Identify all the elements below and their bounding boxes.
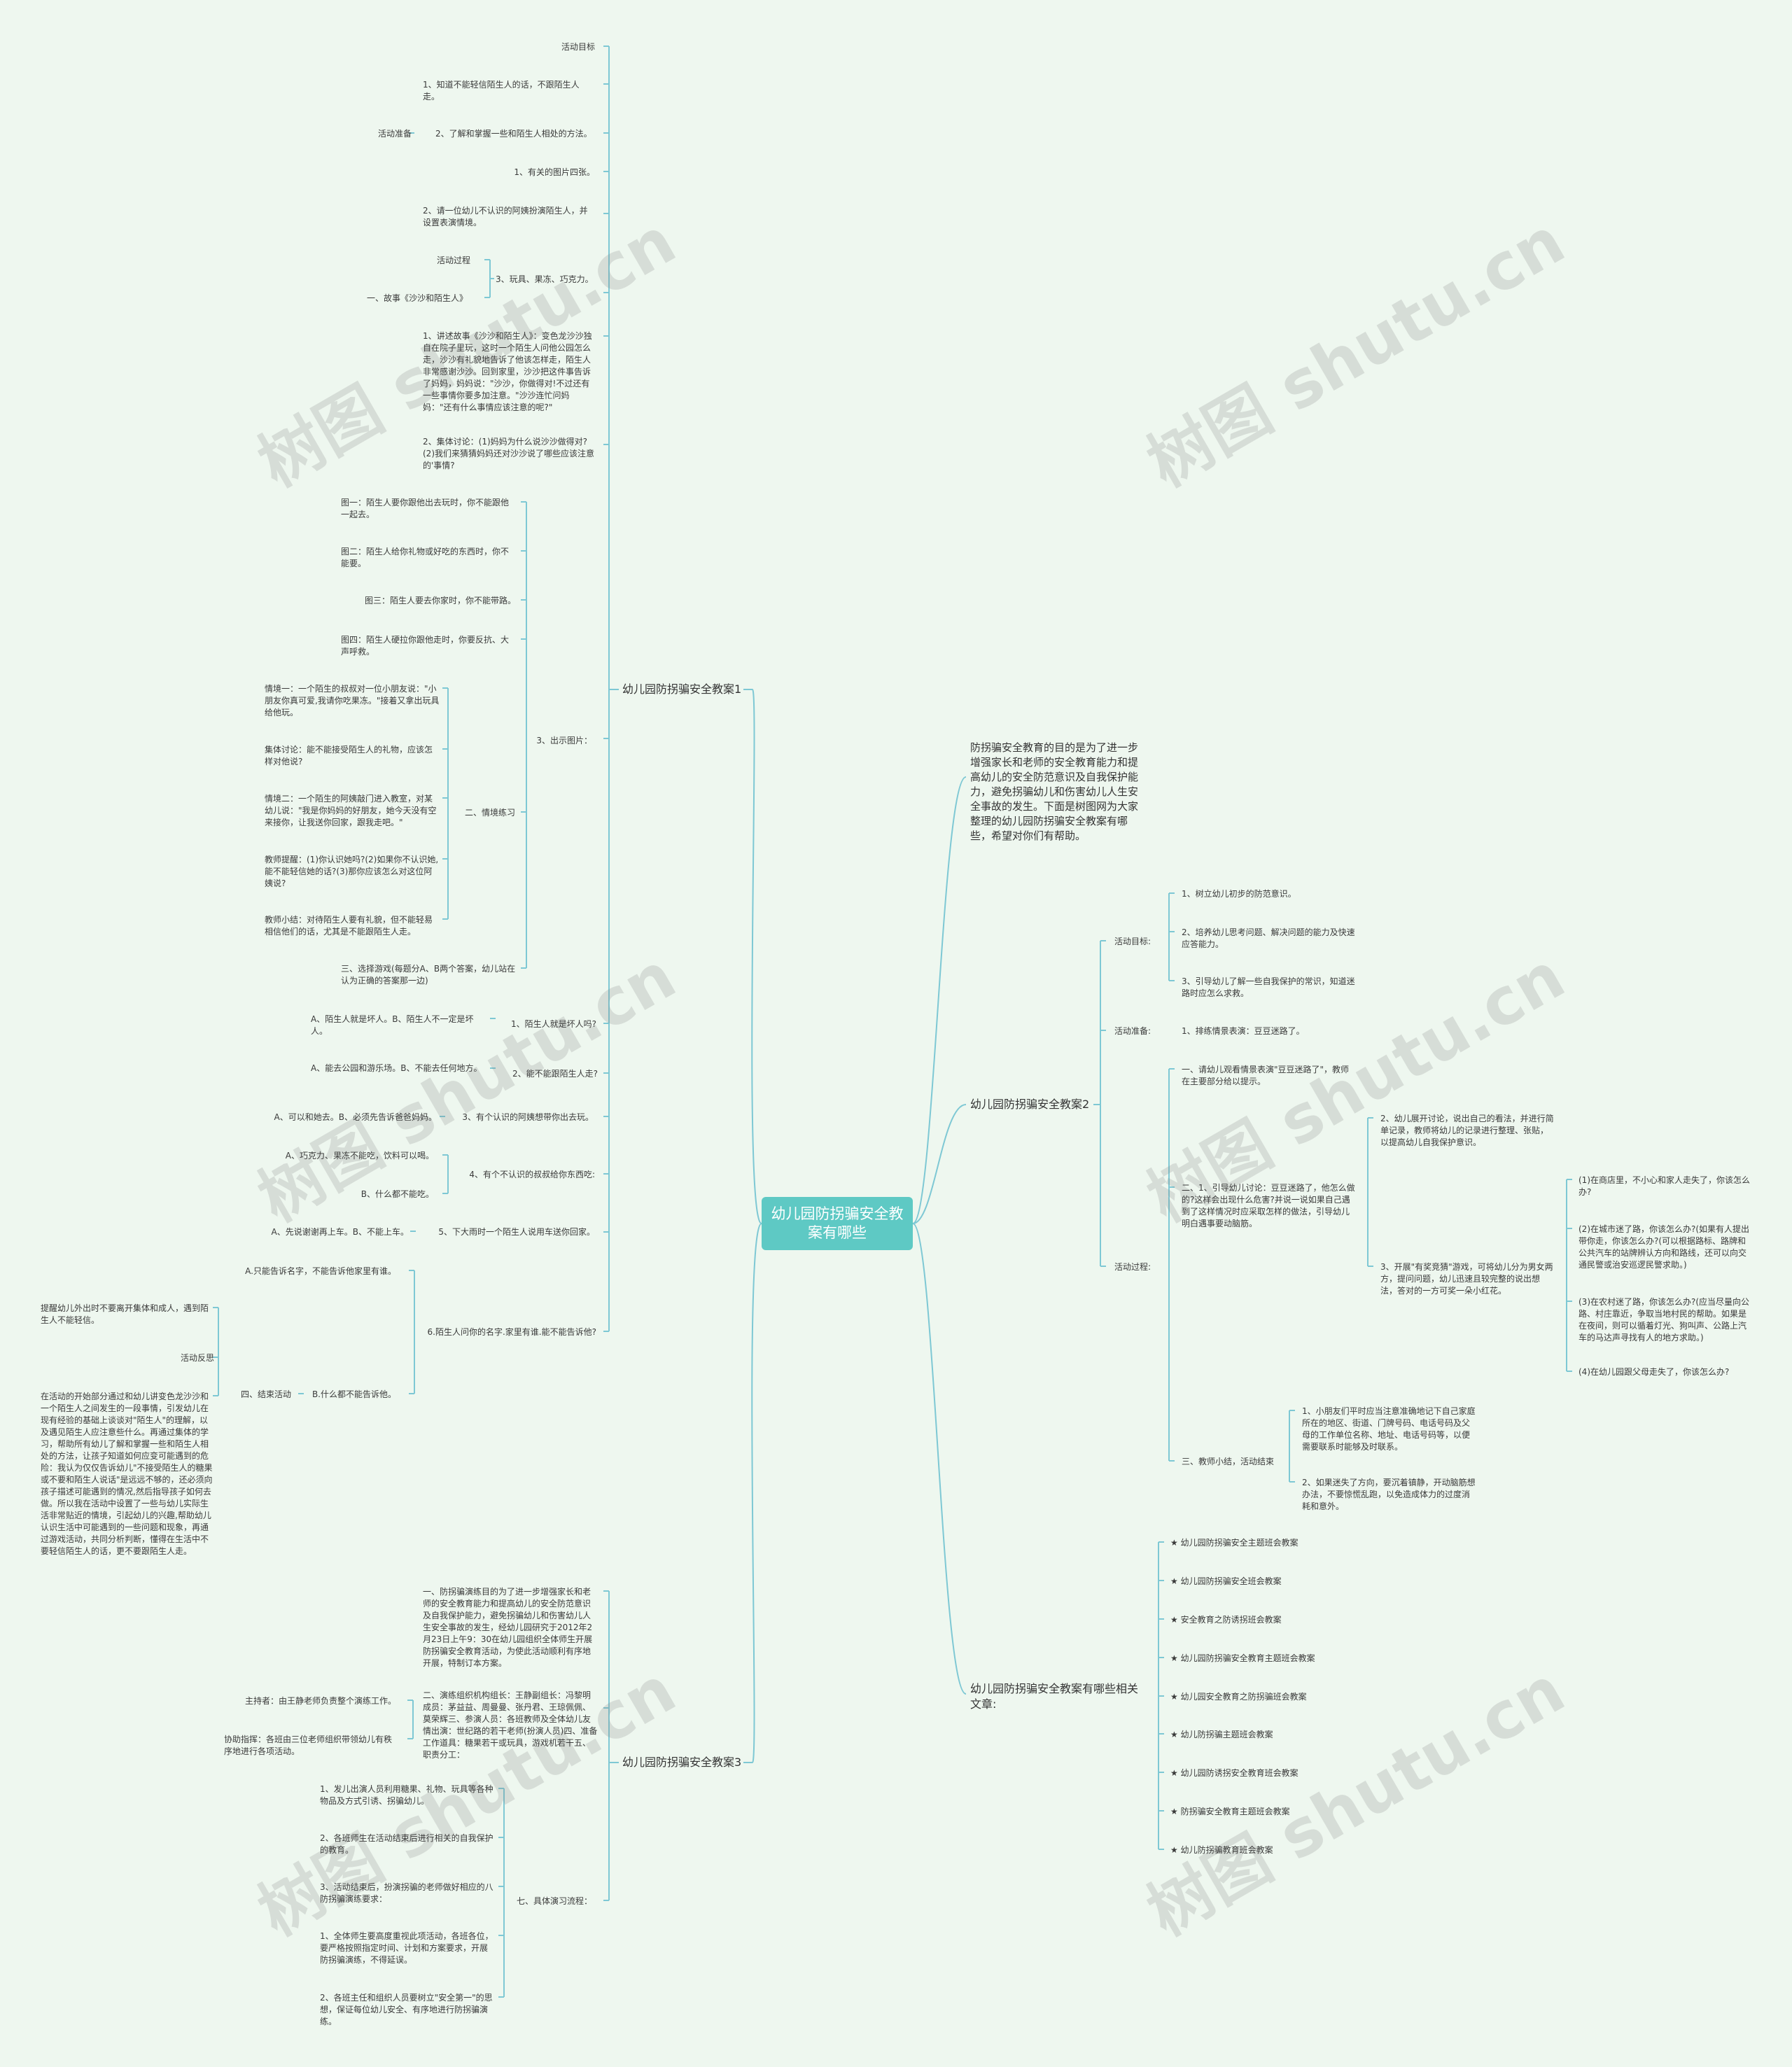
related-link[interactable]: ★ 幼儿防拐骗主题班会教案 bbox=[1170, 1730, 1273, 1739]
node-b2-s1[interactable]: 1、小朋友们平时应当注意准确地记下自己家庭所在的地区、街道、门牌号码、电话号码及… bbox=[1302, 1406, 1476, 1452]
node-q2a[interactable]: A、能去公园和游乐场。B、不能去任何地方。 bbox=[311, 1063, 482, 1073]
node-b2-pr1[interactable]: 一、请幼儿观看情景表演"豆豆迷路了"，教师在主要部分给以提示。 bbox=[1182, 1065, 1350, 1086]
node-goal1[interactable]: 1、知道不能轻信陌生人的话，不跟陌生人走。 bbox=[423, 80, 580, 101]
node-b2-s2[interactable]: 2、如果迷失了方向，要沉着镇静，开动脑筋想办法，不要惊慌乱跑，以免造成体力的过度… bbox=[1302, 1478, 1476, 1511]
related-link[interactable]: ★ 安全教育之防诱拐班会教案 bbox=[1170, 1615, 1282, 1625]
node-story[interactable]: 一、故事《沙沙和陌生人》 bbox=[366, 293, 468, 303]
node-b2-g1[interactable]: 1、树立幼儿初步的防范意识。 bbox=[1182, 889, 1296, 899]
related-link[interactable]: ★ 防拐骗安全教育主题班会教案 bbox=[1170, 1807, 1290, 1816]
node-pic-b[interactable]: 图二：陌生人给你礼物或好吃的东西时，你不能要。 bbox=[341, 547, 510, 568]
node-b2-goal[interactable]: 活动目标: bbox=[1114, 937, 1152, 946]
node-pic1[interactable]: 1、有关的图片四张。 bbox=[514, 167, 595, 177]
node-b2-pr2[interactable]: 二、1、引导幼儿讨论：豆豆迷路了，他怎么做的?这样会出现什么危害?并说一说如果自… bbox=[1182, 1183, 1355, 1228]
node-b2-qc[interactable]: (3)在农村迷了路，你该怎么办?(应当尽量向公路、村庄靠近，争取当地村民的帮助。… bbox=[1578, 1297, 1750, 1343]
node-sit2[interactable]: 集体讨论：能不能接受陌生人的礼物，应该怎样对他说? bbox=[265, 745, 433, 766]
branch-plan-2[interactable]: 幼儿园防拐骗安全教案2 bbox=[970, 1098, 1090, 1111]
node-situation[interactable]: 二、情境练习 bbox=[464, 808, 515, 818]
node-role[interactable]: 2、请一位幼儿不认识的阿姨扮演陌生人，并设置表演情境。 bbox=[423, 206, 588, 227]
node-disc[interactable]: 2、集体讨论：(1)妈妈为什么说沙沙做得对?(2)我们来猜猜妈妈还对沙沙说了哪些… bbox=[423, 437, 594, 470]
node-end1[interactable]: 提醒幼儿外出时不要离开集体和成人，遇到陌生人不能轻信。 bbox=[41, 1303, 209, 1325]
node-pic-c[interactable]: 图三：陌生人要去你家时，你不能带路。 bbox=[364, 596, 516, 605]
root-to-b2 bbox=[912, 1104, 967, 1224]
node-b3-c3[interactable]: 3、活动结束后，扮演拐骗的老师做好相应的八防拐骗演练要求： bbox=[320, 1882, 493, 1904]
node-b3-c1[interactable]: 1、发儿出演人员利用糖果、礼物、玩具等各种物品及方式引诱、拐骗幼儿。 bbox=[320, 1784, 493, 1806]
root-to-b1 bbox=[750, 689, 762, 1224]
node-prep[interactable]: 活动准备 bbox=[377, 129, 412, 139]
node-sit3[interactable]: 情境二：一个陌生的阿姨敲门进入教室，对某幼儿说："我是你妈妈的好朋友，她今天没有… bbox=[265, 794, 437, 827]
node-b3-assist[interactable]: 协助指挥：各班由三位老师组织带领幼儿有秩序地进行各项活动。 bbox=[224, 1735, 393, 1756]
node-b2-g3[interactable]: 3、引导幼儿了解一些自我保护的常识，知道迷路时应怎么求救。 bbox=[1182, 976, 1355, 998]
branch-related-articles[interactable]: 幼儿园防拐骗安全教案有哪些相关文章: bbox=[970, 1682, 1139, 1711]
node-b3-purpose[interactable]: 一、防拐骗演练目的为了进一步增强家长和老师的安全教育能力和提高幼儿的安全防范意识… bbox=[423, 1587, 593, 1668]
node-b2-qa[interactable]: (1)在商店里，不小心和家人走失了，你该怎么办? bbox=[1578, 1175, 1750, 1197]
node-tell[interactable]: 1、讲述故事《沙沙和陌生人》：变色龙沙沙独自在院子里玩，这时一个陌生人问他公园怎… bbox=[423, 331, 592, 412]
node-q5[interactable]: 5、下大雨时一个陌生人说用车送你回家。 bbox=[438, 1227, 595, 1237]
node-q3a[interactable]: A、可以和她去。B、必须先告诉爸爸妈妈。 bbox=[274, 1112, 437, 1122]
node-prep2[interactable]: 2、了解和掌握一些和陌生人相处的方法。 bbox=[435, 129, 592, 139]
related-link[interactable]: ★ 幼儿园防诱拐安全教育班会教案 bbox=[1170, 1768, 1298, 1778]
root-to-b4 bbox=[912, 1223, 967, 1695]
node-q4a[interactable]: A、巧克力、果冻不能吃，饮料可以喝。 bbox=[285, 1151, 434, 1161]
node-b2-pr22[interactable]: 3、开展"有奖竞猜"游戏，可将幼儿分为男女两方，提问问题，幼儿迅速且较完整的说出… bbox=[1380, 1262, 1553, 1296]
node-q6b[interactable]: B.什么都不能告诉他。 bbox=[312, 1389, 396, 1399]
node-b2-sum[interactable]: 三、教师小结，活动结束 bbox=[1182, 1457, 1275, 1466]
node-q6a[interactable]: A.只能告诉名字，不能告诉他家里有谁。 bbox=[245, 1266, 396, 1276]
branch-plan-1[interactable]: 幼儿园防拐骗安全教案1 bbox=[622, 682, 742, 696]
node-q5a[interactable]: A、先说谢谢再上车。B、不能上车。 bbox=[271, 1227, 409, 1237]
root-to-b3 bbox=[750, 1223, 762, 1763]
node-q4b[interactable]: B、什么都不能吃。 bbox=[360, 1189, 434, 1199]
node-goal[interactable]: 活动目标 bbox=[561, 42, 595, 52]
branch-plan-3[interactable]: 幼儿园防拐骗安全教案3 bbox=[622, 1756, 742, 1769]
intro-text: 防拐骗安全教育的目的是为了进一步增强家长和老师的安全教育能力和提高幼儿的安全防范… bbox=[970, 741, 1139, 842]
related-link[interactable]: ★ 幼儿园安全教育之防拐骗班会教案 bbox=[1170, 1692, 1307, 1702]
related-link[interactable]: ★ 幼儿防拐骗教育班会教案 bbox=[1170, 1845, 1273, 1855]
node-b2-g2[interactable]: 2、培养幼儿思考问题、解决问题的能力及快速应答能力。 bbox=[1182, 927, 1355, 949]
node-b3-c4[interactable]: 1、全体师生要高度重视此项活动，各班各位，要严格按照指定时间、计划和方案要求，开… bbox=[320, 1931, 493, 1965]
node-q1[interactable]: 1、陌生人就是坏人吗? bbox=[510, 1019, 596, 1029]
node-end3[interactable]: 在活动的开始部分通过和幼儿讲变色龙沙沙和一个陌生人之间发生的一段事情，引发幼儿在… bbox=[41, 1392, 213, 1556]
node-show[interactable]: 3、出示图片： bbox=[536, 736, 592, 745]
node-q6[interactable]: 6.陌生人问你的名字.家里有谁.能不能告诉他? bbox=[427, 1327, 596, 1337]
node-b3-host[interactable]: 主持者：由王静老师负责整个演练工作。 bbox=[244, 1696, 396, 1706]
node-pic-a[interactable]: 图一：陌生人要你跟他出去玩时，你不能跟他一起去。 bbox=[341, 498, 510, 519]
related-link[interactable]: ★ 幼儿园防拐骗安全教育主题班会教案 bbox=[1170, 1653, 1315, 1663]
node-game[interactable]: 三、选择游戏(每题分A、B两个答案，幼儿站在认为正确的答案那一边) bbox=[341, 964, 516, 986]
node-q3[interactable]: 3、有个认识的阿姨想带你出去玩。 bbox=[462, 1112, 594, 1122]
node-q1a[interactable]: A、陌生人就是坏人。B、陌生人不一定是坏人。 bbox=[311, 1014, 474, 1036]
node-b2-proc[interactable]: 活动过程: bbox=[1114, 1262, 1152, 1272]
node-b3-c2[interactable]: 2、各班师生在活动结束后进行相关的自我保护的教育。 bbox=[320, 1833, 493, 1855]
node-end[interactable]: 四、结束活动 bbox=[240, 1389, 291, 1399]
related-link[interactable]: ★ 幼儿园防拐骗安全主题班会教案 bbox=[1170, 1538, 1298, 1548]
node-sit1[interactable]: 情境一：一个陌生的叔叔对一位小朋友说："小朋友你真可爱,我请你吃果冻。"接着又拿… bbox=[265, 684, 440, 717]
node-b3-c5[interactable]: 2、各班主任和组织人员要树立"安全第一"的思想，保证每位幼儿安全、有序地进行防拐… bbox=[320, 1993, 493, 2026]
node-q2[interactable]: 2、能不能跟陌生人走? bbox=[512, 1069, 598, 1079]
node-pic-d[interactable]: 图四：陌生人硬拉你跟他走时，你要反抗、大声呼救。 bbox=[341, 635, 510, 657]
node-b2-p1[interactable]: 1、排练情景表演：豆豆迷路了。 bbox=[1182, 1026, 1305, 1036]
node-b2-qd[interactable]: (4)在幼儿园跟父母走失了，你该怎么办? bbox=[1578, 1367, 1730, 1377]
root-to-intro bbox=[912, 776, 967, 1224]
node-b3-org[interactable]: 二、演练组织机构组长：王静副组长：冯黎明成员：茅益益、周曼曼、张丹君、王琼佩佩、… bbox=[423, 1690, 598, 1760]
node-proc[interactable]: 活动过程 bbox=[436, 255, 470, 265]
node-b2-pr21[interactable]: 2、幼儿展开讨论，说出自己的看法，并进行简单记录，教师将幼儿的记录进行整理、张贴… bbox=[1380, 1114, 1554, 1147]
node-b2-prep[interactable]: 活动准备: bbox=[1114, 1026, 1152, 1036]
node-b3-flow[interactable]: 七、具体演习流程： bbox=[516, 1896, 592, 1906]
node-end2[interactable]: 活动反思 bbox=[180, 1353, 214, 1363]
root-node[interactable]: 幼儿园防拐骗安全教案有哪些 bbox=[762, 1197, 913, 1250]
node-toys[interactable]: 3、玩具、果冻、巧克力。 bbox=[496, 274, 594, 284]
node-sit5[interactable]: 教师小结：对待陌生人要有礼貌，但不能轻易相信他们的话，尤其是不能跟陌生人走。 bbox=[265, 915, 433, 937]
node-b2-qb[interactable]: (2)在城市迷了路，你该怎么办?(如果有人提出带你走，你该怎么办?(可以根据路标… bbox=[1578, 1224, 1750, 1270]
related-link[interactable]: ★ 幼儿园防拐骗安全班会教案 bbox=[1170, 1576, 1282, 1586]
node-q4[interactable]: 4、有个不认识的叔叔给你东西吃: bbox=[469, 1170, 595, 1179]
node-sit4[interactable]: 教师提醒：(1)你认识她吗?(2)如果你不认识她,能不能轻信她的话?(3)那你应… bbox=[265, 855, 439, 888]
